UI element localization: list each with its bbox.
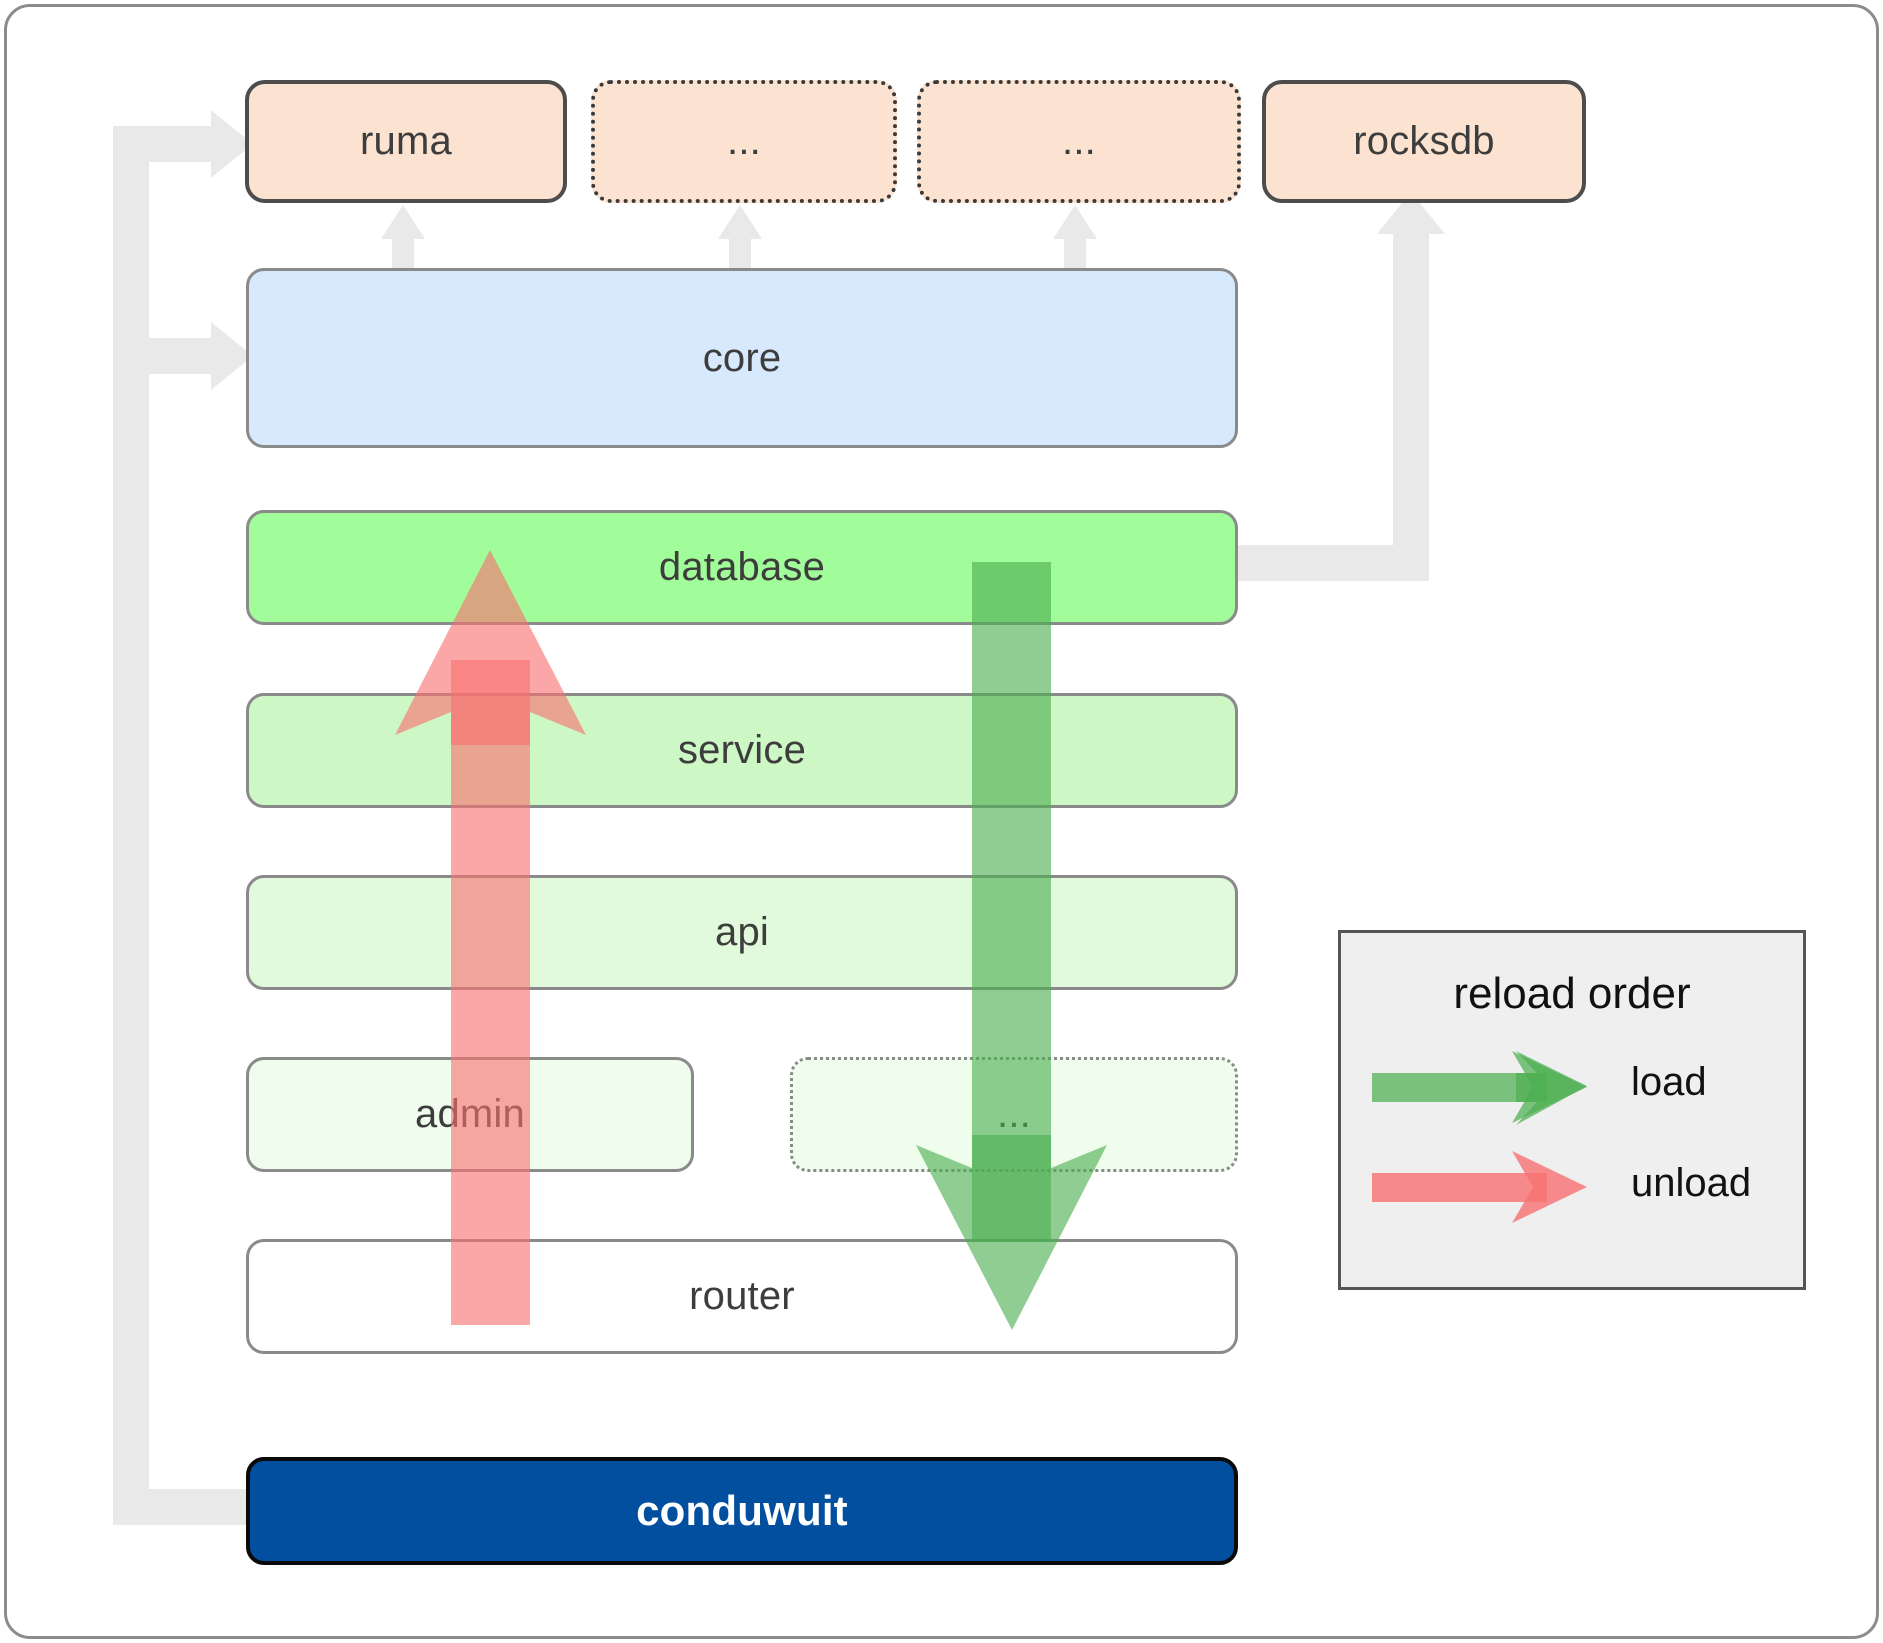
node-label-rocksdb: rocksdb xyxy=(1353,119,1495,163)
node-label-router: router xyxy=(689,1274,795,1318)
legend-arrow-swatches xyxy=(1372,1051,1587,1223)
node-label-crate-placeholder-1: ... xyxy=(727,119,761,163)
node-ruma[interactable]: ruma xyxy=(245,80,567,203)
node-label-admin: admin xyxy=(415,1092,525,1136)
connector-database-to-rocksdb-vertical xyxy=(1393,230,1429,570)
node-rocksdb[interactable]: rocksdb xyxy=(1262,80,1586,203)
connector-core-to-dots2-arrowhead xyxy=(1053,205,1097,239)
connector-core-to-dots1-stem xyxy=(729,232,751,272)
connector-core-to-dots2-stem xyxy=(1064,232,1086,272)
legend-title: reload order xyxy=(1453,969,1691,1018)
node-label-database: database xyxy=(658,545,826,589)
node-admin[interactable]: admin xyxy=(246,1057,694,1172)
legend-label-unload: unload xyxy=(1631,1161,1752,1205)
node-label-core: core xyxy=(702,335,782,380)
connector-core-to-ruma-stem xyxy=(392,232,414,272)
node-label-ruma: ruma xyxy=(360,119,452,163)
legend-box: reload order load unload xyxy=(1338,930,1806,1290)
node-service[interactable]: service xyxy=(246,693,1238,808)
connector-core-to-ruma-arrowhead xyxy=(381,205,425,239)
node-label-service: service xyxy=(677,728,807,772)
connector-branch-to-ruma xyxy=(113,126,223,162)
node-core[interactable]: core xyxy=(246,268,1238,448)
node-label-conduwuit: conduwuit xyxy=(636,1487,848,1534)
node-label-layer-placeholder: ... xyxy=(997,1092,1031,1136)
legend-label-load: load xyxy=(1631,1060,1707,1104)
node-database[interactable]: database xyxy=(246,510,1238,625)
node-api[interactable]: api xyxy=(246,875,1238,990)
node-label-api: api xyxy=(715,910,769,954)
legend-load-arrow-icon xyxy=(1372,1051,1587,1125)
node-conduwuit[interactable]: conduwuit xyxy=(246,1457,1238,1565)
node-layer-placeholder[interactable]: ... xyxy=(790,1057,1238,1172)
connector-core-to-dots1-arrowhead xyxy=(718,205,762,239)
node-crate-placeholder-2[interactable]: ... xyxy=(917,80,1241,203)
connector-branch-to-core xyxy=(113,338,223,374)
node-router[interactable]: router xyxy=(246,1239,1238,1354)
diagram-frame xyxy=(4,4,1879,1639)
node-label-crate-placeholder-2: ... xyxy=(1062,119,1096,163)
node-crate-placeholder-1[interactable]: ... xyxy=(591,80,897,203)
connector-trunk-to-conduwuit xyxy=(113,1489,253,1525)
legend-unload-arrow-icon xyxy=(1372,1151,1587,1223)
